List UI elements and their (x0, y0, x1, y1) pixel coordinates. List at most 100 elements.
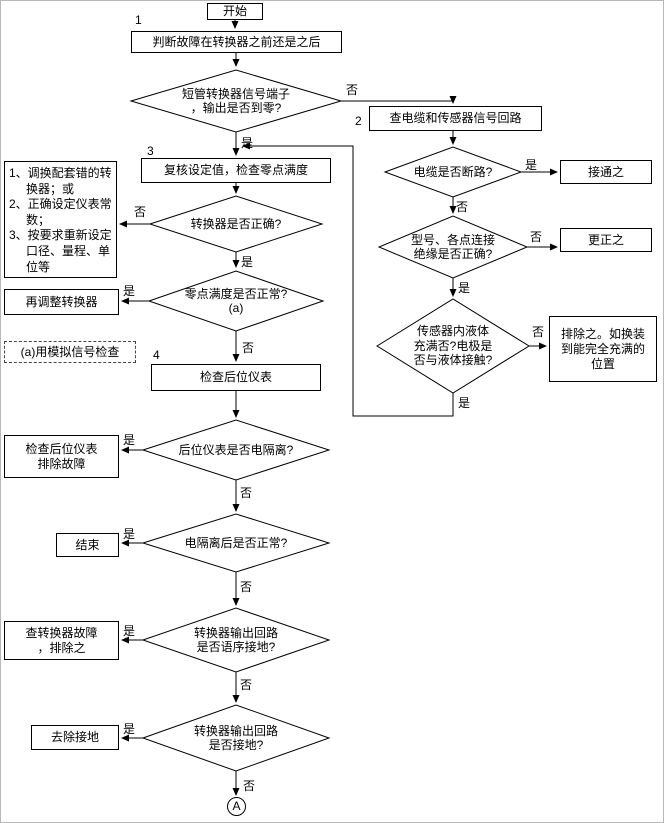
fix-after-instrument-box: 检查后位仪表 排除故障 (4, 435, 119, 478)
decision-converter-ok-label: 转换器是否正确? (190, 216, 282, 231)
connector-a-node: A (227, 797, 246, 816)
check-cable-box: 查电缆和传感器信号回路 (369, 106, 542, 131)
readjust-converter-label: 再调整转换器 (25, 294, 98, 309)
fix-list-item-3: 3、按要求重新设定口径、量程、单位等 (9, 228, 112, 274)
end-label: 结束 (75, 537, 100, 552)
decision-isolated: 后位仪表是否电隔离? (149, 442, 323, 458)
edge-label-yes: 是 (123, 527, 136, 541)
note-a-label: (a)用模拟信号检查 (20, 344, 120, 359)
decision-liquid-full: 传感器内液体 充满否?电极是 否与液体接触? (389, 324, 517, 368)
decision-liquid-full-shape (376, 298, 530, 394)
decision-insulation-shape (377, 215, 529, 279)
connect-cable-label: 接通之 (587, 164, 624, 179)
judge-fault-label: 判断故障在转换器之前还是之后 (152, 34, 321, 49)
step-number-1: 1 (135, 13, 142, 27)
edge-label-no: 否 (456, 200, 469, 214)
check-after-instrument-box: 检查后位仪表 (151, 364, 321, 391)
start-label: 开始 (222, 4, 247, 18)
decision-zero-span: 零点满度是否正常? (a) (149, 285, 323, 317)
decision-ground-seq-line1: 转换器输出回路 (193, 625, 278, 640)
decision-normal-after: 电隔离后是否正常? (149, 535, 323, 551)
readjust-converter-box: 再调整转换器 (4, 289, 119, 315)
edge-label-yes: 是 (123, 722, 136, 736)
fix-after-instrument-line1: 检查后位仪表 (25, 441, 98, 456)
step-number-2: 2 (355, 114, 362, 128)
decision-zero-span-line1: 零点满度是否正常? (184, 286, 288, 301)
decision-isolated-label: 后位仪表是否电隔离? (178, 442, 294, 457)
edge-label-yes: 是 (123, 433, 136, 447)
edge-label-no: 否 (242, 341, 255, 355)
edge-label-yes: 是 (123, 624, 136, 638)
decision-grounded-line2: 是否接地? (208, 738, 264, 752)
decision-insulation-line1: 型号、各点连接 (410, 232, 495, 247)
decision-insulation-line2: 绝缘是否正确? (413, 247, 493, 261)
decision-ground-seq: 转换器输出回路 是否语序接地? (149, 625, 323, 655)
edge-label-yes: 是 (525, 158, 538, 172)
fix-list-item-1: 1、调换配套错的转换器；或 (9, 166, 112, 196)
decision-ground-seq-line2: 是否语序接地? (196, 640, 276, 654)
decision-liquid-full-line3: 否与液体接触? (413, 353, 493, 368)
decision-isolated-shape (141, 419, 331, 481)
decision-cable-broken-shape (383, 146, 523, 198)
fix-converter-fault-line2: ，排除之 (37, 640, 86, 655)
start-node: 开始 (207, 3, 263, 20)
end-node: 结束 (56, 533, 119, 557)
decision-signal-zero-line1: 短管转换器信号端子 (181, 86, 290, 101)
step-number-3: 3 (147, 144, 154, 158)
check-cable-label: 查电缆和传感器信号回路 (389, 111, 522, 125)
edge-label-no: 否 (134, 205, 147, 219)
decision-cable-broken: 电缆是否断路? (391, 164, 515, 180)
remove-ground-box: 去除接地 (31, 725, 119, 750)
decision-zero-span-shape (147, 270, 325, 332)
decision-grounded-line1: 转换器输出回路 (193, 723, 278, 738)
connector-a-label: A (232, 799, 241, 813)
recheck-settings-box: 复核设定值，检查零点满度 (141, 158, 331, 183)
edge-label-no: 否 (240, 486, 253, 500)
decision-cable-broken-label: 电缆是否断路? (413, 164, 493, 179)
fix-converter-fault-box: 查转换器故障 ，排除之 (4, 621, 119, 660)
edge-label-yes: 是 (458, 281, 471, 295)
decision-normal-after-shape (141, 513, 331, 573)
edge-label-no: 否 (532, 325, 545, 339)
edge-label-yes: 是 (458, 396, 471, 410)
recheck-settings-label: 复核设定值，检查零点满度 (163, 163, 308, 177)
relocate-sensor-box: 排除之。如换装 到能完全充满的 位置 (549, 316, 657, 382)
decision-grounded: 转换器输出回路 是否接地? (149, 723, 323, 753)
correct-it-box: 更正之 (560, 228, 652, 252)
judge-fault-box: 判断故障在转换器之前还是之后 (131, 31, 342, 53)
decision-liquid-full-line1: 传感器内液体 (416, 324, 489, 339)
connectors (119, 20, 558, 796)
edge-label-yes: 是 (241, 255, 254, 269)
decision-signal-zero-line2: ，输出是否到零? (190, 101, 282, 115)
relocate-sensor-line1: 排除之。如换装 (560, 326, 645, 341)
edge-label-no: 否 (243, 779, 256, 793)
decision-normal-after-label: 电隔离后是否正常? (184, 535, 288, 550)
edge-label-no: 否 (346, 83, 359, 97)
fix-converter-fault-line1: 查转换器故障 (25, 625, 98, 640)
correct-it-label: 更正之 (587, 232, 624, 247)
connect-cable-box: 接通之 (560, 160, 652, 184)
decision-signal-zero-shape (129, 69, 343, 133)
edge-label-yes: 是 (123, 284, 136, 298)
fix-list-item-2: 2、正确设定仪表常数； (9, 197, 112, 227)
decision-liquid-full-line2: 充满否?电极是 (413, 338, 493, 353)
check-after-instrument-label: 检查后位仪表 (199, 370, 272, 384)
relocate-sensor-line2: 到能完全充满的 (560, 341, 645, 356)
fix-converter-list-box: 1、调换配套错的转换器；或 2、正确设定仪表常数； 3、按要求重新设定口径、量程… (4, 161, 117, 278)
remove-ground-label: 去除接地 (50, 730, 99, 744)
decision-converter-ok: 转换器是否正确? (150, 216, 322, 232)
edge-label-yes: 是 (241, 136, 254, 150)
edge-label-no: 否 (240, 580, 253, 594)
decision-zero-span-line2: (a) (228, 301, 244, 315)
decision-signal-zero: 短管转换器信号端子 ，输出是否到零? (136, 83, 336, 119)
decision-ground-seq-shape (141, 607, 331, 673)
edge-label-no: 否 (240, 678, 253, 692)
fix-after-instrument-line2: 排除故障 (37, 456, 86, 471)
edge-label-no: 否 (530, 230, 543, 244)
step-number-4: 4 (153, 348, 160, 362)
decision-grounded-shape (141, 704, 331, 772)
note-a-box: (a)用模拟信号检查 (4, 341, 136, 363)
decision-converter-ok-shape (148, 195, 324, 253)
